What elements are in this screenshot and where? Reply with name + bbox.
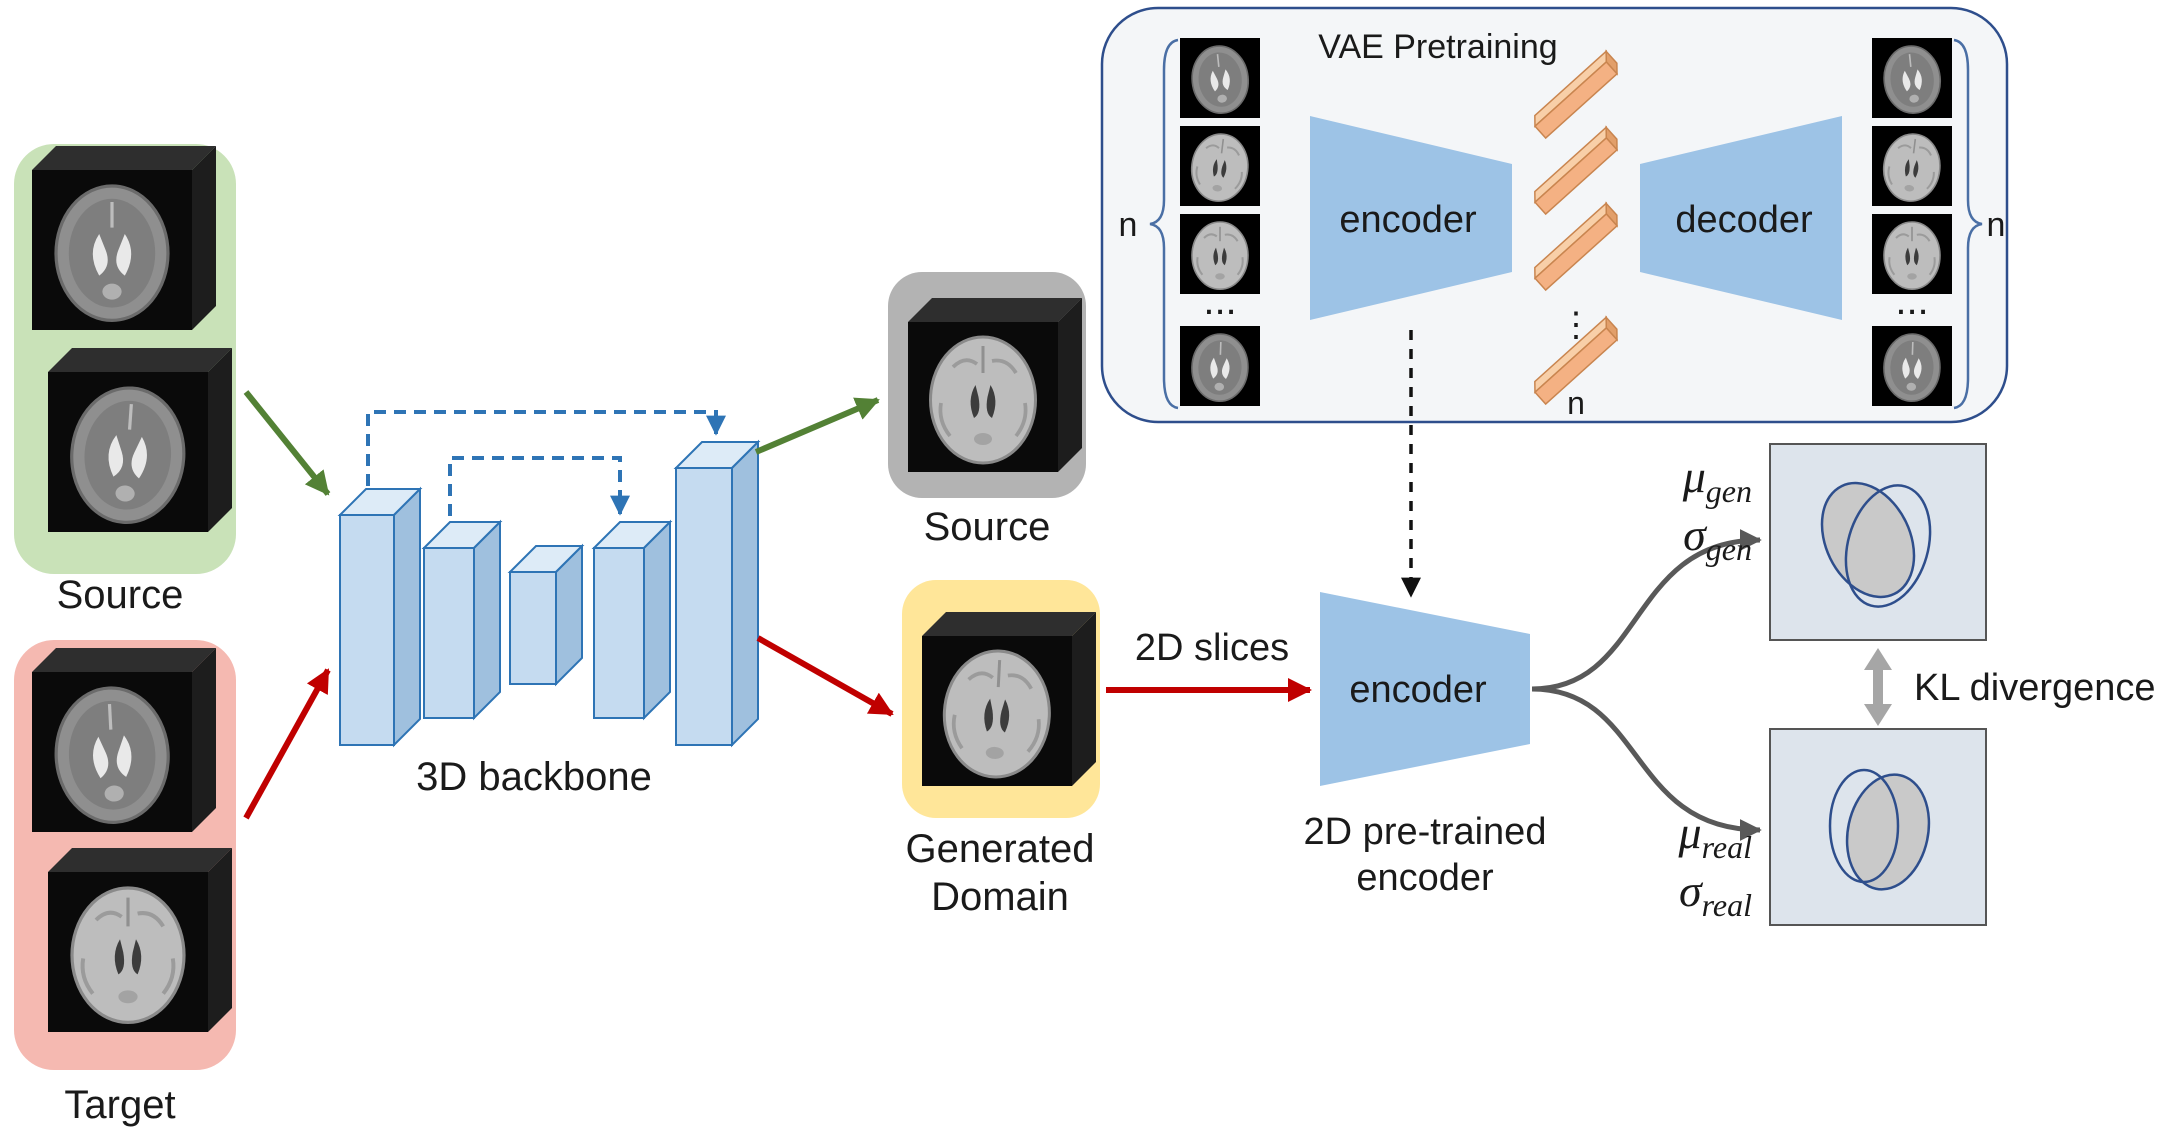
slice-thumbnail (1180, 326, 1260, 406)
encoder-2d-caption-line1: 2D pre-trained (1304, 811, 1547, 853)
slice-thumbnail (1872, 214, 1952, 294)
vae-n-latent: n (1567, 385, 1585, 421)
source-volume-2 (48, 348, 232, 532)
backbone-slab-3 (507, 543, 585, 687)
latent-bar (1533, 201, 1619, 292)
vae-encoder-label: encoder (1339, 199, 1477, 241)
gen-distribution-ellipse-outline (1844, 484, 1932, 608)
kl-divergence-arrow (1864, 648, 1892, 726)
gen-distribution-ellipse-filled (1820, 481, 1916, 599)
brain-mri-slice-icon (72, 888, 184, 1022)
slice-thumbnail (1180, 38, 1260, 118)
left-column-ellipsis: ... (1203, 279, 1236, 323)
skip-connection-inner (448, 456, 630, 516)
backbone-slab-4 (591, 519, 673, 721)
sigma-gen-label: σgen (1683, 509, 1752, 567)
sigma-real-label: σreal (1679, 865, 1752, 923)
encoder-to-gen-distribution-arrow (1531, 529, 1762, 692)
mu-real-label: μreal (1678, 807, 1753, 865)
output-generated-group: Generated Domain (902, 580, 1100, 919)
target-to-backbone-arrow (243, 668, 331, 820)
output-source-label: Source (924, 505, 1051, 549)
brain-mri-slice-icon (928, 335, 1038, 465)
slice-thumbnail (1872, 326, 1952, 406)
target-volume-2 (48, 848, 232, 1032)
latent-bar (1533, 315, 1619, 406)
vae-input-slices: ... n (1119, 38, 1260, 410)
vae-panel-background (1100, 6, 2009, 424)
backbone-slab-2 (421, 519, 503, 721)
right-brace (1953, 38, 1983, 410)
target-volume-1 (32, 648, 216, 832)
generated-label-line1: Generated (905, 827, 1094, 871)
vae-decoder-shape (1640, 116, 1842, 320)
encoder-2d: encoder 2D pre-trained encoder (1304, 592, 1547, 899)
mu-gen-label: μgen (1682, 451, 1752, 509)
source-volume-1 (32, 146, 216, 330)
backbone-slab-1 (337, 486, 423, 748)
encoder-2d-caption-line2: encoder (1356, 857, 1494, 899)
vae-panel: VAE Pretraining ... n encoder (1100, 6, 2009, 424)
slice-thumbnail (1872, 38, 1952, 118)
encoder-to-real-distribution-arrow (1531, 686, 1762, 841)
brain-mri-slice-icon (54, 184, 170, 322)
backbone-label: 3D backbone (416, 755, 652, 799)
vae-n-right: n (1987, 206, 2006, 244)
output-source-group: Source (888, 272, 1086, 549)
vae-n-left: n (1119, 206, 1138, 244)
kl-divergence-label: KL divergence (1914, 667, 2156, 709)
backbone-3d (337, 439, 761, 748)
skip-connection-outer (366, 410, 726, 486)
slice-thumbnail (1180, 214, 1260, 294)
generated-label-line2: Domain (931, 875, 1069, 919)
vae-output-slices: ... n (1872, 38, 2006, 410)
slices-label: 2D slices (1135, 627, 1289, 669)
input-target-group: Target (14, 640, 236, 1127)
real-distribution-ellipse-outline (1828, 768, 1900, 884)
encoder-2d-label: encoder (1349, 669, 1487, 711)
target-input-label: Target (64, 1083, 175, 1127)
left-brace (1149, 38, 1179, 410)
encoder-2d-shape (1320, 592, 1530, 786)
source-to-backbone-arrow (243, 390, 331, 496)
backbone-to-generated-arrow (756, 635, 894, 717)
latent-bar (1533, 49, 1619, 140)
slice-thumbnail (1872, 126, 1952, 206)
vae-latent-codes: ⋮ n (1533, 49, 1619, 421)
real-distribution-box (1769, 728, 1987, 926)
source-input-label: Source (57, 573, 184, 617)
gen-distribution-box (1769, 443, 1987, 641)
backbone-to-source-arrow (754, 397, 880, 455)
input-source-group: Source (14, 144, 236, 617)
vae-decoder-label: decoder (1675, 199, 1813, 241)
slice-thumbnail (1180, 126, 1260, 206)
vae-encoder-shape (1310, 116, 1512, 320)
backbone-slab-5 (673, 439, 761, 748)
latent-bar (1533, 125, 1619, 216)
real-distribution-ellipse-filled (1845, 773, 1931, 891)
vae-title: VAE Pretraining (1318, 28, 1557, 66)
right-column-ellipsis: ... (1895, 279, 1928, 323)
